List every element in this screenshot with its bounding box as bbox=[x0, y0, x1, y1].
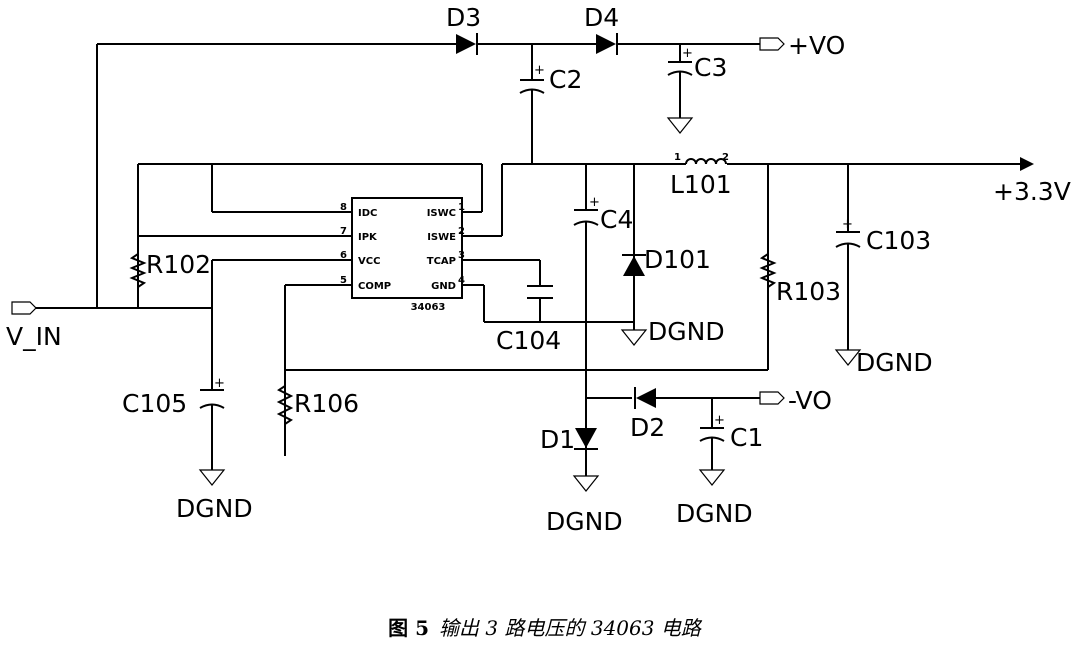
port-v-in-icon bbox=[11, 301, 37, 315]
resistor-r106-icon bbox=[276, 382, 294, 430]
ground-c3-icon bbox=[666, 117, 694, 134]
diode-d3-icon bbox=[456, 33, 478, 55]
ic-pin-3-name: TCAP bbox=[427, 256, 456, 267]
resistor-r102-icon bbox=[129, 250, 147, 292]
ic-pin-3-number: 3 bbox=[458, 250, 465, 261]
diode-d101-icon bbox=[622, 254, 646, 276]
diode-d1-icon bbox=[574, 428, 598, 450]
ic-pin-6-number: 6 bbox=[340, 250, 347, 261]
ic-pin-2-number: 2 bbox=[458, 226, 465, 237]
label-v-in: V_IN bbox=[6, 322, 62, 351]
label-vo-neg: -VO bbox=[788, 386, 832, 415]
c2-plus: + bbox=[534, 63, 545, 78]
ic-pin-4-name: GND bbox=[431, 281, 456, 292]
ic-pin-5-number: 5 bbox=[340, 275, 347, 286]
c105-plus: + bbox=[214, 376, 225, 391]
ic-34063: 8 7 6 5 IDC IPK VCC COMP ISWC ISWE TCAP … bbox=[340, 197, 465, 313]
ground-d1-icon bbox=[572, 475, 600, 492]
circuit-schematic: + + + + + + 1 2 8 7 6 5 IDC IPK VCC COMP… bbox=[6, 3, 1071, 536]
ground-c103-icon bbox=[834, 349, 862, 366]
ic-pin-4-number: 4 bbox=[458, 275, 465, 286]
ground-c105-icon bbox=[198, 469, 226, 486]
ic-pin-8-name: IDC bbox=[358, 208, 377, 219]
port-vo-pos-icon bbox=[759, 37, 785, 51]
label-c2: C2 bbox=[549, 65, 582, 94]
ic-part-number: 34063 bbox=[411, 302, 446, 313]
capacitor-c103-icon bbox=[835, 231, 861, 248]
l101-pin-1: 1 bbox=[674, 152, 681, 163]
label-d3: D3 bbox=[446, 3, 481, 32]
label-c4: C4 bbox=[600, 205, 633, 234]
ic-pin-7-number: 7 bbox=[340, 226, 347, 237]
capacitor-c105-icon bbox=[199, 389, 225, 409]
l101-pin-2: 2 bbox=[722, 152, 729, 163]
label-r103: R103 bbox=[776, 277, 841, 306]
inductor-l101-icon bbox=[685, 158, 727, 165]
label-c1: C1 bbox=[730, 423, 763, 452]
label-dgnd-d1: DGND bbox=[546, 507, 623, 536]
label-dgnd-pin4: DGND bbox=[648, 317, 725, 346]
label-c105: C105 bbox=[122, 389, 187, 418]
label-l101: L101 bbox=[670, 170, 732, 199]
wires bbox=[36, 43, 1020, 476]
label-c104: C104 bbox=[496, 326, 561, 355]
c3-plus: + bbox=[682, 46, 693, 61]
figure-caption: 图 5 输出 3 路电压的 34063 电路 bbox=[0, 612, 1089, 641]
label-out-3v3: +3.3V bbox=[993, 177, 1071, 206]
label-c3: C3 bbox=[694, 53, 727, 82]
ic-pin-1-name: ISWC bbox=[427, 208, 456, 219]
label-vo-pos: +VO bbox=[788, 31, 845, 60]
c1-plus: + bbox=[714, 413, 725, 428]
label-d101: D101 bbox=[644, 245, 711, 274]
figure-number: 图 5 bbox=[388, 616, 430, 640]
label-d2: D2 bbox=[630, 413, 665, 442]
label-dgnd-c105: DGND bbox=[176, 494, 253, 523]
label-dgnd-c1: DGND bbox=[676, 499, 753, 528]
ic-pin-1-number: 1 bbox=[458, 202, 465, 213]
label-d4: D4 bbox=[584, 3, 619, 32]
label-d1: D1 bbox=[540, 425, 575, 454]
ground-c1-icon bbox=[698, 469, 726, 486]
ic-pin-2-name: ISWE bbox=[427, 232, 456, 243]
output-arrow-icon bbox=[1020, 157, 1034, 171]
capacitor-c1-icon bbox=[699, 427, 725, 442]
label-r106: R106 bbox=[294, 389, 359, 418]
ground-pin4-icon bbox=[620, 329, 648, 346]
c4-plus: + bbox=[589, 195, 600, 210]
ic-pin-6-name: VCC bbox=[358, 256, 380, 267]
capacitor-c3-icon bbox=[667, 61, 693, 76]
ic-pin-5-name: COMP bbox=[358, 281, 391, 292]
diode-d4-icon bbox=[596, 33, 618, 55]
label-dgnd-c103: DGND bbox=[856, 348, 933, 377]
ic-pin-7-name: IPK bbox=[358, 232, 378, 243]
ic-pin-8-number: 8 bbox=[340, 202, 347, 213]
label-c103: C103 bbox=[866, 226, 931, 255]
c103-plus: + bbox=[842, 217, 853, 232]
port-vo-neg-icon bbox=[759, 391, 785, 405]
diode-d2-icon bbox=[634, 387, 656, 409]
capacitor-c2-icon bbox=[519, 79, 545, 94]
figure-caption-text: 输出 3 路电压的 34063 电路 bbox=[439, 616, 701, 640]
label-r102: R102 bbox=[146, 250, 211, 279]
capacitor-c104-icon bbox=[527, 285, 553, 299]
capacitor-c4-icon bbox=[573, 209, 599, 226]
resistor-r103-icon bbox=[759, 250, 777, 292]
